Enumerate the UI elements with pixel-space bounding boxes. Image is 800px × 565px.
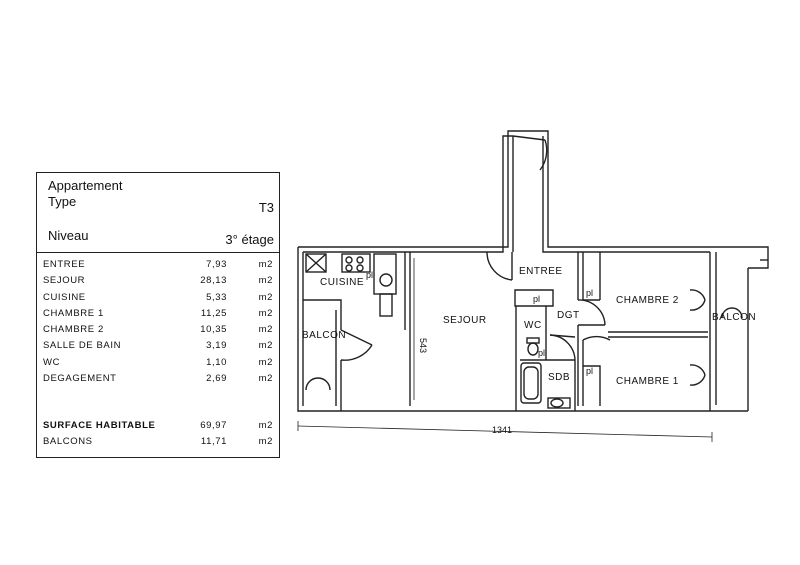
- label-wc: WC: [524, 320, 542, 331]
- room-area: 5,33: [206, 291, 227, 303]
- total-row: BALCONS 11,71 m2: [37, 434, 279, 450]
- label-pl-chambre-1: pl: [586, 366, 593, 376]
- dimension-height: 543: [418, 338, 428, 353]
- room-name: CUISINE: [43, 291, 86, 303]
- total-name: SURFACE HABITABLE: [43, 420, 156, 431]
- room-row: SEJOUR 28,13 m2: [37, 273, 279, 289]
- label-sejour: SEJOUR: [443, 315, 487, 326]
- room-name: WC: [43, 356, 61, 368]
- niveau-label: Niveau: [48, 228, 89, 243]
- room-area: 10,35: [200, 324, 227, 336]
- label-pl-chambre-2: pl: [586, 288, 593, 298]
- room-unit: m2: [258, 307, 273, 319]
- room-name: DEGAGEMENT: [43, 373, 117, 385]
- label-dgt: DGT: [557, 310, 580, 321]
- room-name: CHAMBRE 2: [43, 324, 104, 336]
- total-row: SURFACE HABITABLE 69,97 m2: [37, 418, 279, 434]
- room-area: 3,19: [206, 340, 227, 352]
- type-value: T3: [258, 200, 274, 215]
- room-row: CUISINE 5,33 m2: [37, 290, 279, 306]
- label-balcon-right: BALCON: [712, 312, 756, 323]
- label-entree: ENTREE: [519, 266, 563, 277]
- room-row: DEGAGEMENT 2,69 m2: [37, 371, 279, 387]
- room-unit: m2: [258, 291, 273, 303]
- label-chambre-1: CHAMBRE 1: [616, 376, 679, 387]
- total-unit: m2: [258, 420, 273, 431]
- type-label: Type: [48, 194, 77, 209]
- room-name: ENTREE: [43, 259, 86, 270]
- label-cuisine: CUISINE: [320, 277, 364, 288]
- header-divider: [37, 252, 279, 253]
- room-area: 7,93: [206, 259, 227, 270]
- totals-list: SURFACE HABITABLE 69,97 m2 BALCONS 11,71 m2: [37, 418, 279, 451]
- surface-summary-table: Appartement Type T3 Niveau 3° étage ENTR…: [36, 172, 280, 458]
- room-unit: m2: [258, 259, 273, 270]
- room-area: 11,25: [200, 307, 227, 319]
- room-area: 2,69: [206, 373, 227, 385]
- label-balcon-left: BALCON: [302, 330, 346, 341]
- total-name: BALCONS: [43, 436, 93, 448]
- label-chambre-2: CHAMBRE 2: [616, 295, 679, 306]
- room-area: 28,13: [200, 275, 227, 287]
- room-row: SALLE DE BAIN 3,19 m2: [37, 338, 279, 354]
- total-area: 69,97: [200, 420, 227, 431]
- label-pl-entree: pl: [533, 294, 540, 304]
- room-row: ENTREE 7,93 m2: [37, 257, 279, 273]
- room-unit: m2: [258, 275, 273, 287]
- walls: [297, 130, 769, 412]
- niveau-value: 3° étage: [225, 232, 274, 247]
- room-name: SEJOUR: [43, 275, 86, 287]
- appartement-label: Appartement: [48, 178, 123, 193]
- room-area: 1,10: [206, 356, 227, 368]
- dimension-width: 1341: [492, 425, 512, 435]
- room-unit: m2: [258, 356, 273, 368]
- label-pl-cuisine: pl: [366, 270, 373, 280]
- total-area: 11,71: [200, 436, 227, 448]
- room-list: ENTREE 7,93 m2 SEJOUR 28,13 m2 CUISINE 5,33 m2…: [37, 257, 279, 387]
- room-unit: m2: [258, 324, 273, 336]
- room-unit: m2: [258, 340, 273, 352]
- room-row: CHAMBRE 2 10,35 m2: [37, 322, 279, 338]
- label-pl-dgt: pl: [538, 348, 545, 358]
- label-sdb: SDB: [548, 372, 570, 383]
- room-row: CHAMBRE 1 11,25 m2: [37, 306, 279, 322]
- total-unit: m2: [258, 436, 273, 448]
- room-row: WC 1,10 m2: [37, 355, 279, 371]
- dimension-lines: [297, 258, 713, 442]
- room-name: CHAMBRE 1: [43, 307, 104, 319]
- room-unit: m2: [258, 373, 273, 385]
- room-name: SALLE DE BAIN: [43, 340, 122, 352]
